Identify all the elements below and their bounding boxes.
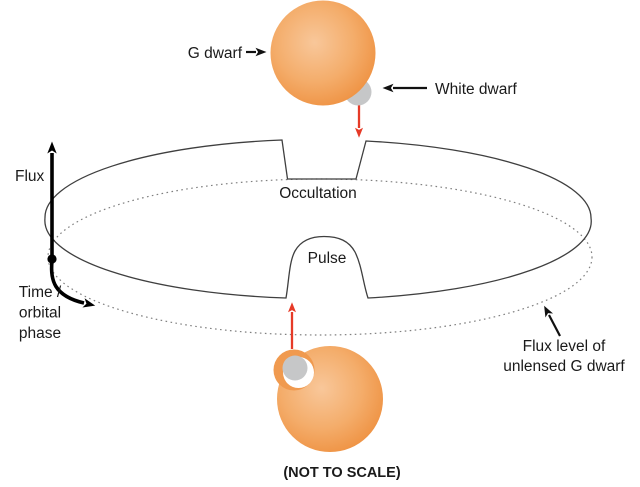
white-dwarf-label: White dwarf (435, 81, 518, 98)
pulse-label: Pulse (308, 250, 347, 267)
white-dwarf-transiting (282, 355, 308, 381)
flux-level-pointer-arrow (544, 305, 561, 337)
time-axis-arrow (49, 260, 96, 308)
occultation-label: Occultation (279, 185, 357, 202)
axis-origin-dot (47, 254, 57, 264)
time-axis-label-line2: orbital (19, 305, 61, 322)
unlensed-flux-baseline-curve (47, 178, 593, 336)
g-dwarf-sphere-top (270, 0, 376, 106)
time-axis-label-line1: Time / (19, 284, 62, 301)
light-curve (44, 139, 592, 299)
not-to-scale-note: (NOT TO SCALE) (283, 465, 401, 481)
flux-level-label-line1: Flux level of (523, 338, 606, 355)
flux-level-label-line2: unlensed G dwarf (503, 358, 625, 375)
time-axis-label-line3: phase (19, 325, 61, 342)
g-dwarf-label: G dwarf (188, 45, 243, 62)
flux-axis-label: Flux (15, 168, 45, 185)
